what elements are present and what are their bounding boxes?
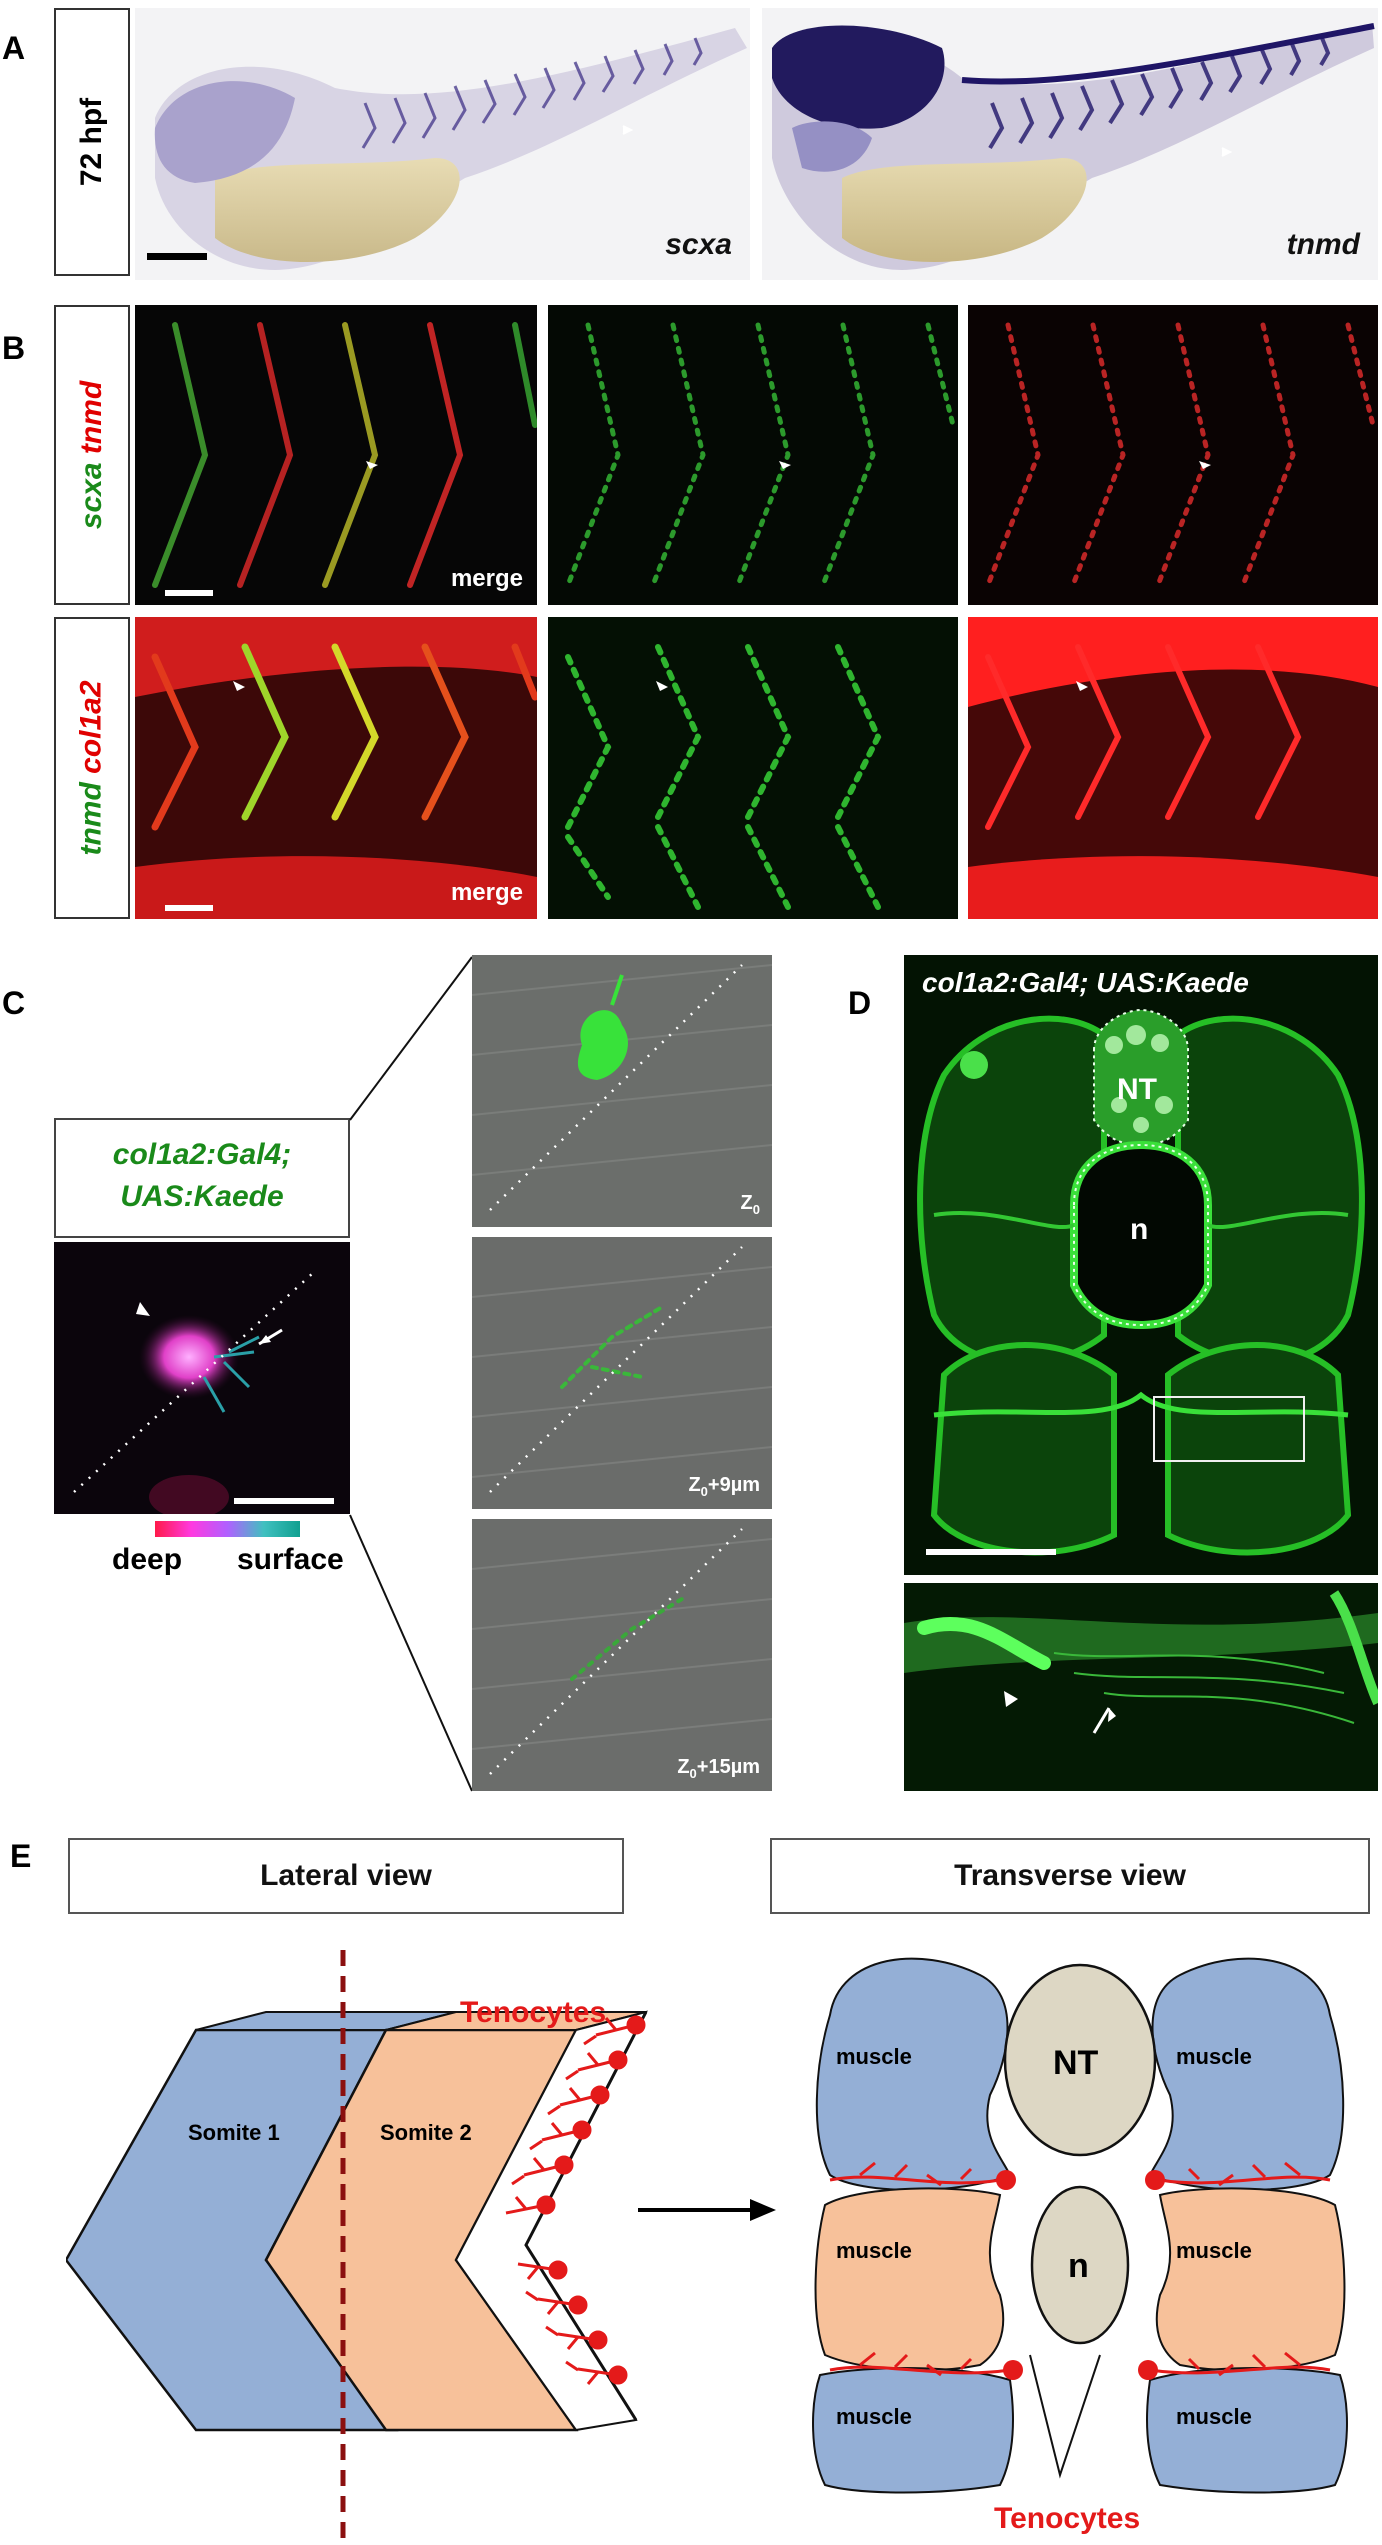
panel-letter-e: E (10, 1838, 32, 1874)
e-somite2-label: Somite 2 (380, 2120, 472, 2145)
gene-label-tnmd: tnmd (1286, 228, 1360, 261)
e-neural-tube (1003, 1963, 1157, 2157)
panel-letter-a: A (2, 30, 26, 66)
c-z-label-0: Z0 (740, 1192, 760, 1217)
b-row2-label: tnmd col1a2 (75, 680, 109, 855)
panel-letter-c: C (2, 985, 26, 1021)
c-transgene-line1: col1a2:Gal4; (112, 1138, 292, 1171)
c-depth-surface-label: surface (237, 1543, 344, 1576)
e-arrow-icon (638, 2199, 776, 2221)
image-tnmd-embryo: tnmd (762, 8, 1378, 280)
e-label-muscle-middle-left: muscle (836, 2238, 912, 2263)
c-zoom-lines (349, 956, 473, 1792)
b-row2-red-gene: col1a2 (75, 680, 109, 774)
b-row1-merge-image: merge (135, 305, 537, 605)
e-transverse-view-header: Transverse view (770, 1838, 1370, 1914)
e-muscle-dorsal-left (815, 1957, 1012, 2191)
d-inset-image (904, 1583, 1378, 1791)
stage-label: 72 hpf (75, 97, 109, 187)
b-row2-red-image (968, 617, 1378, 919)
e-label-notochord: n (1068, 2247, 1089, 2285)
e-muscle-dorsal-right (1148, 1957, 1345, 2191)
b-row1-red-image (968, 305, 1378, 605)
e-muscle-ventral-left (812, 2367, 1014, 2494)
stage-label-box: 72 hpf (54, 8, 130, 276)
image-scxa-embryo: scxa (135, 8, 750, 280)
b-row2-green-gene: tnmd (75, 782, 109, 856)
b-row2-label-box: tnmd col1a2 (54, 617, 130, 919)
c-transgene-box: col1a2:Gal4; UAS:Kaede (54, 1118, 350, 1238)
gene-label-scxa: scxa (665, 228, 732, 261)
c-z-label-9: Z0+9µm (688, 1474, 760, 1499)
c-zstack-image-z15: Z0+15µm (472, 1519, 772, 1791)
e-tenocytes-label-transverse: Tenocytes (994, 2502, 1141, 2535)
b-row1-merge-label: merge (450, 565, 523, 592)
e-muscle-middle-right (1155, 2187, 1346, 2372)
c-depth-color-bar (155, 1521, 300, 1537)
e-notochord (1030, 2185, 1130, 2345)
e-label-muscle-dorsal-left: muscle (836, 2044, 912, 2069)
c-depth-deep-label: deep (112, 1543, 183, 1576)
e-lateral-view-header: Lateral view (68, 1838, 624, 1914)
e-transverse-diagram (812, 1957, 1348, 2494)
panel-letter-d: D (848, 985, 872, 1021)
e-tenocytes-label-lateral: Tenocytes (460, 1996, 607, 2029)
e-label-muscle-ventral-left: muscle (836, 2404, 912, 2429)
b-row1-green-image (548, 305, 958, 605)
e-label-muscle-dorsal-right: muscle (1176, 2044, 1252, 2069)
e-somite1-label: Somite 1 (188, 2120, 280, 2145)
d-transgene-label: col1a2:Gal4; UAS:Kaede (922, 967, 1249, 998)
b-row1-green-gene: scxa (75, 462, 109, 530)
b-row2-merge-label: merge (450, 879, 523, 906)
d-nt-label: NT (1117, 1073, 1157, 1106)
d-transverse-section-image: col1a2:Gal4; UAS:Kaede NT n (904, 955, 1378, 1575)
d-notochord-label: n (1130, 1213, 1149, 1246)
b-row1-label: scxa tnmd (75, 381, 109, 529)
e-muscle-ventral-right (1146, 2367, 1348, 2494)
c-zstack-image-z0: Z0 (472, 955, 772, 1227)
c-z-label-15: Z0+15µm (677, 1756, 760, 1781)
c-zstack-image-z9: Z0+9µm (472, 1237, 772, 1509)
b-row2-merge-image: merge (135, 617, 537, 919)
e-label-muscle-ventral-right: muscle (1176, 2404, 1252, 2429)
c-depth-coded-cell-image (54, 1242, 350, 1514)
panel-letter-b: B (2, 330, 26, 366)
b-row2-green-image (548, 617, 958, 919)
e-label-muscle-middle-right: muscle (1176, 2238, 1252, 2263)
e-muscle-middle-left (814, 2187, 1005, 2372)
c-transgene-line2: UAS:Kaede (120, 1180, 284, 1213)
b-row1-label-box: scxa tnmd (54, 305, 130, 605)
e-lateral-diagram (66, 1950, 648, 2540)
e-label-nt: NT (1053, 2044, 1099, 2082)
b-row1-red-gene: tnmd (75, 380, 109, 455)
